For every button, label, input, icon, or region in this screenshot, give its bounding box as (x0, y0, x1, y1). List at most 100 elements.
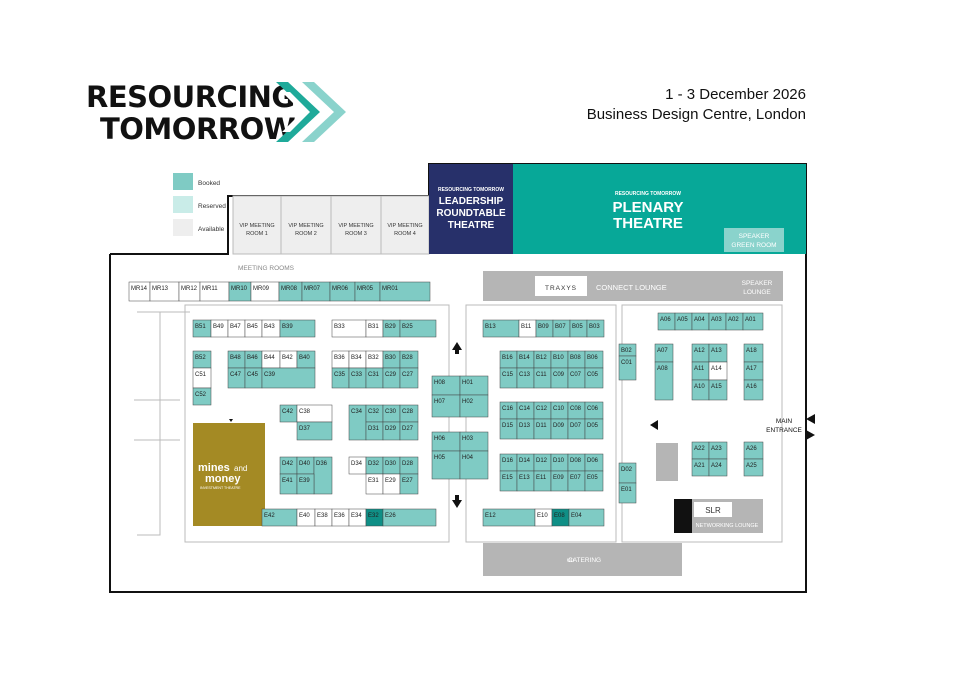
booth-b36[interactable]: B36 (331, 350, 350, 369)
booth-a04[interactable]: A04 (691, 312, 710, 331)
booth-mr06[interactable]: MR06 (329, 281, 356, 302)
booth-e11[interactable]: E11 (533, 470, 552, 492)
booth-b42[interactable]: B42 (279, 350, 298, 369)
booth-b11[interactable]: B11 (518, 319, 537, 338)
booth-a15[interactable]: A15 (708, 379, 728, 401)
booth-d16[interactable]: D16 (499, 453, 518, 472)
booth-e04[interactable]: E04 (568, 508, 605, 527)
booth-b34[interactable]: B34 (348, 350, 367, 369)
booth-b43[interactable]: B43 (261, 319, 281, 338)
booth-b31[interactable]: B31 (365, 319, 384, 338)
booth-a25[interactable]: A25 (743, 458, 764, 477)
booth-b05[interactable]: B05 (569, 319, 588, 338)
booth-c38[interactable]: C38 (296, 404, 333, 423)
booth-mr07[interactable]: MR07 (301, 281, 331, 302)
booth-e05[interactable]: E05 (584, 470, 604, 492)
booth-b25[interactable]: B25 (399, 319, 437, 338)
booth-c01[interactable]: C01 (618, 355, 637, 381)
booth-c32[interactable]: C32 (365, 404, 384, 423)
booth-e31[interactable]: E31 (365, 473, 384, 495)
booth-b32[interactable]: B32 (365, 350, 384, 369)
booth-c13[interactable]: C13 (516, 367, 535, 389)
booth-mr05[interactable]: MR05 (354, 281, 381, 302)
booth-c09[interactable]: C09 (550, 367, 569, 389)
booth-a03[interactable]: A03 (708, 312, 727, 331)
booth-b48[interactable]: B48 (227, 350, 246, 369)
booth-b08[interactable]: B08 (567, 350, 586, 369)
booth-mr10[interactable]: MR10 (228, 281, 252, 302)
booth-b40[interactable]: B40 (296, 350, 316, 369)
booth-h03[interactable]: H03 (459, 431, 489, 452)
booth-d31[interactable]: D31 (365, 421, 384, 441)
booth-a08[interactable]: A08 (654, 361, 674, 401)
booth-mr08[interactable]: MR08 (278, 281, 303, 302)
booth-d28[interactable]: D28 (399, 456, 419, 475)
booth-d08[interactable]: D08 (567, 453, 586, 472)
booth-d06[interactable]: D06 (584, 453, 604, 472)
booth-b49[interactable]: B49 (210, 319, 229, 338)
booth-b06[interactable]: B06 (584, 350, 604, 369)
booth-a17[interactable]: A17 (743, 361, 764, 381)
booth-a18[interactable]: A18 (743, 343, 764, 363)
booth-a16[interactable]: A16 (743, 379, 764, 401)
booth-a24[interactable]: A24 (708, 458, 728, 477)
leadership-roundtable-theatre[interactable]: RESOURCING TOMORROW LEADERSHIP ROUNDTABL… (429, 164, 513, 254)
booth-b30[interactable]: B30 (382, 350, 401, 369)
booth-a10[interactable]: A10 (691, 379, 710, 401)
booth-b28[interactable]: B28 (399, 350, 419, 369)
booth-b29[interactable]: B29 (382, 319, 401, 338)
booth-b13[interactable]: B13 (482, 319, 520, 338)
booth-b16[interactable]: B16 (499, 350, 518, 369)
booth-e42[interactable]: E42 (261, 508, 298, 527)
booth-h08[interactable]: H08 (431, 375, 461, 396)
booth-d34[interactable]: D34 (348, 456, 367, 475)
booth-b14[interactable]: B14 (516, 350, 535, 369)
booth-e13[interactable]: E13 (516, 470, 535, 492)
booth-b39[interactable]: B39 (279, 319, 316, 338)
booth-h02[interactable]: H02 (459, 394, 489, 418)
booth-c31[interactable]: C31 (365, 367, 384, 389)
booth-b47[interactable]: B47 (227, 319, 246, 338)
booth-a02[interactable]: A02 (725, 312, 744, 331)
booth-c07[interactable]: C07 (567, 367, 586, 389)
booth-c15[interactable]: C15 (499, 367, 518, 389)
booth-mr12[interactable]: MR12 (178, 281, 201, 302)
vip-room-3[interactable] (330, 195, 382, 255)
booth-mr09[interactable]: MR09 (250, 281, 280, 302)
vip-room-2[interactable] (280, 195, 332, 255)
booth-h07[interactable]: H07 (431, 394, 461, 418)
booth-c10[interactable]: C10 (550, 401, 569, 420)
booth-b03[interactable]: B03 (586, 319, 605, 338)
booth-d07[interactable]: D07 (567, 418, 586, 440)
booth-e41[interactable]: E41 (279, 473, 298, 495)
booth-d09[interactable]: D09 (550, 418, 569, 440)
booth-c16[interactable]: C16 (499, 401, 518, 420)
booth-a11[interactable]: A11 (691, 361, 710, 381)
booth-b51[interactable]: B51 (192, 319, 212, 338)
booth-e01[interactable]: E01 (618, 482, 637, 504)
booth-c27[interactable]: C27 (399, 367, 419, 389)
booth-c47[interactable]: C47 (227, 367, 246, 389)
booth-c39[interactable]: C39 (261, 367, 316, 389)
booth-h01[interactable]: H01 (459, 375, 489, 396)
booth-e08[interactable]: E08 (551, 508, 570, 527)
booth-c42[interactable]: C42 (279, 404, 298, 423)
booth-b07[interactable]: B07 (552, 319, 571, 338)
booth-b45[interactable]: B45 (244, 319, 263, 338)
booth-e07[interactable]: E07 (567, 470, 586, 492)
booth-d27[interactable]: D27 (399, 421, 419, 441)
booth-h04[interactable]: H04 (459, 450, 489, 480)
booth-c11[interactable]: C11 (533, 367, 552, 389)
booth-a14[interactable]: A14 (708, 361, 728, 381)
booth-d10[interactable]: D10 (550, 453, 569, 472)
booth-h06[interactable]: H06 (431, 431, 461, 452)
catering-area[interactable]: ᴜᴜ CATERING (483, 543, 682, 576)
booth-h05[interactable]: H05 (431, 450, 461, 480)
booth-e38[interactable]: E38 (314, 508, 333, 527)
booth-d13[interactable]: D13 (516, 418, 535, 440)
booth-a05[interactable]: A05 (674, 312, 693, 331)
booth-a13[interactable]: A13 (708, 343, 728, 363)
mines-and-money-theatre[interactable]: mines and money INVESTMENT THEATRE (193, 423, 265, 526)
booth-c05[interactable]: C05 (584, 367, 604, 389)
booth-c14[interactable]: C14 (516, 401, 535, 420)
